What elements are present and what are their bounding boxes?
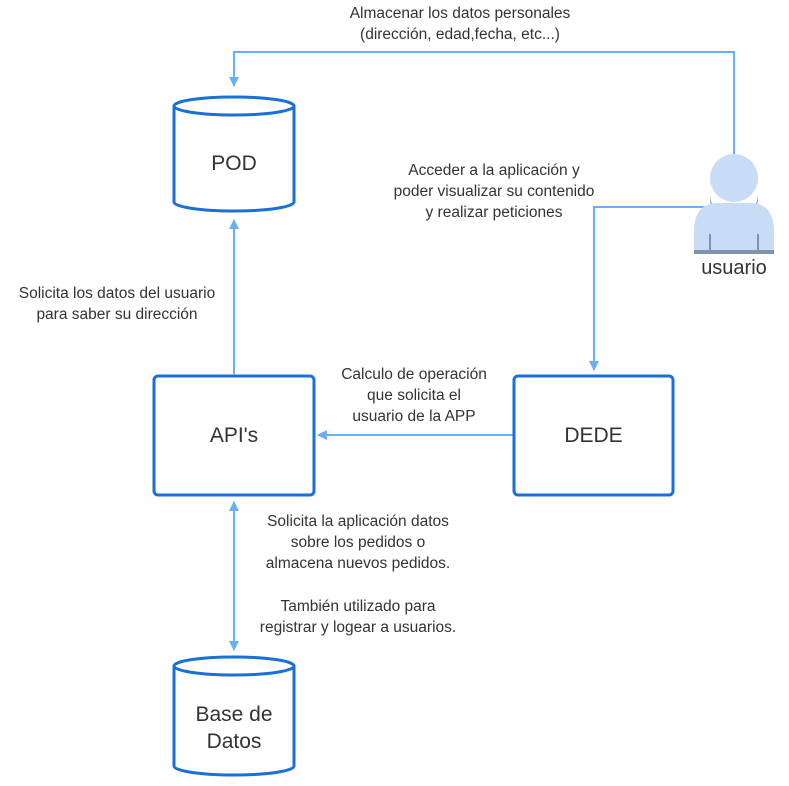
dede-label: DEDE	[564, 424, 623, 447]
label-also-used-line-2: registrar y logear a usuarios.	[259, 619, 457, 636]
label-request-user-data-line-1: Solicita los datos del usuario	[18, 285, 216, 302]
database-label-line-1: Base de	[195, 703, 273, 726]
label-access-app: Acceder a la aplicación y poder visualiz…	[364, 160, 624, 223]
dede-box[interactable]	[512, 374, 675, 497]
label-store-personal-line-1: Almacenar los datos personales	[349, 5, 571, 22]
label-compute-operation: Calculo de operación que solicita el usu…	[318, 364, 510, 427]
user-label: usuario	[701, 257, 767, 279]
label-request-user-data: Solicita los datos del usuario para sabe…	[0, 283, 234, 325]
label-also-used: También utilizado para registrar y logea…	[238, 596, 478, 638]
label-request-orders: Solicita la aplicación datos sobre los p…	[238, 511, 478, 574]
label-store-personal-line-2: (dirección, edad,fecha, etc...)	[360, 26, 560, 43]
label-also-used-line-1: También utilizado para	[280, 598, 436, 615]
apis-box[interactable]	[152, 374, 316, 497]
label-request-orders-line-1: Solicita la aplicación datos	[267, 513, 449, 530]
pod-label: POD	[211, 152, 257, 175]
apis-label: API's	[209, 424, 259, 447]
database-cylinder[interactable]	[172, 655, 296, 777]
label-request-orders-line-2: sobre los pedidos o	[290, 534, 426, 551]
pod-cylinder[interactable]	[172, 95, 296, 213]
database-label: Base de Datos	[174, 701, 294, 755]
database-label-line-2: Datos	[206, 730, 262, 753]
user-icon[interactable]	[694, 154, 774, 254]
label-compute-operation-line-3: usuario de la APP	[352, 408, 476, 425]
label-compute-operation-line-2: que solicita el	[367, 387, 461, 404]
label-request-orders-line-3: almacena nuevos pedidos.	[265, 555, 451, 572]
connector-user-to-dede	[589, 206, 706, 371]
label-access-app-line-1: Acceder a la aplicación y	[408, 162, 580, 179]
label-store-personal: Almacenar los datos personales (direcció…	[300, 3, 620, 45]
label-request-user-data-line-2: para saber su dirección	[36, 306, 198, 323]
connector-user-to-pod	[229, 51, 735, 158]
label-access-app-line-2: poder visualizar su contenido	[393, 183, 595, 200]
label-compute-operation-line-1: Calculo de operación	[341, 366, 487, 383]
label-access-app-line-3: y realizar peticiones	[425, 204, 563, 221]
